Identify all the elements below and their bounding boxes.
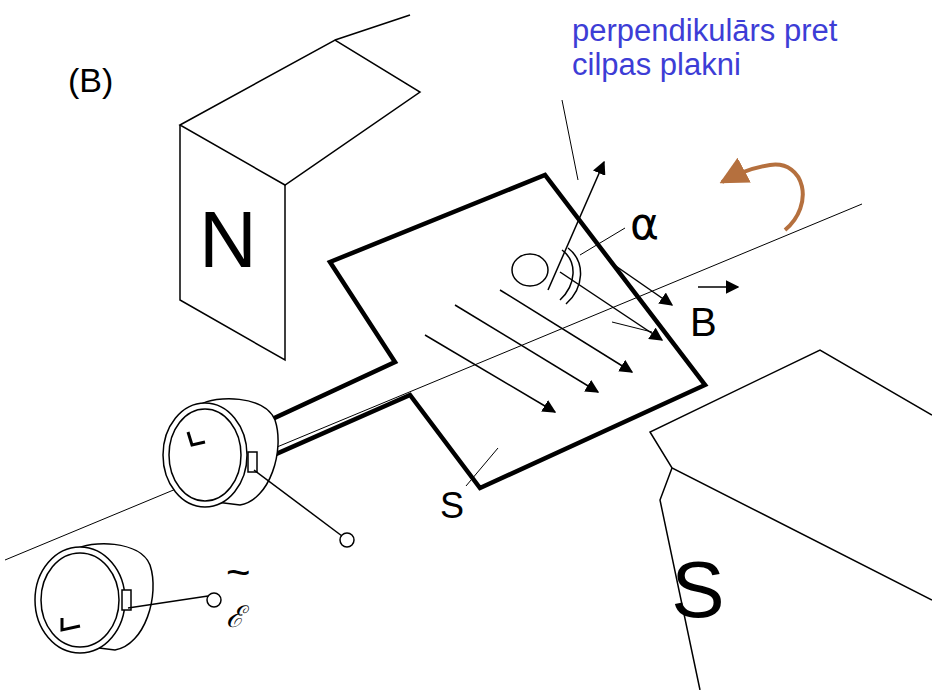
rotation-arrow <box>722 165 803 230</box>
wire-loop <box>210 175 705 488</box>
vector-arrow <box>698 286 738 288</box>
normal-vector <box>512 162 604 304</box>
ac-symbol: ~ <box>226 550 251 596</box>
area-symbol: S <box>440 486 464 526</box>
panel-label: (B) <box>68 62 113 99</box>
field-symbol: B <box>690 300 717 344</box>
slip-rings <box>35 399 278 653</box>
magnet-pole-s: S <box>648 535 748 645</box>
output-terminals <box>128 470 354 608</box>
angle-symbol: α <box>630 200 659 248</box>
emf-symbol: ℰ <box>226 600 244 633</box>
pole-letter: N <box>199 196 257 284</box>
leader-lines <box>466 100 652 486</box>
pole-letter: S <box>671 546 724 634</box>
magnet-s-outline <box>650 350 932 690</box>
annotation-text: perpendikulārs pret cilpas plakni <box>572 14 924 82</box>
field-arrows <box>425 262 672 412</box>
rotation-axis <box>5 204 862 560</box>
magnet-n-outline <box>180 15 420 360</box>
magnet-pole-n: N <box>178 185 278 295</box>
